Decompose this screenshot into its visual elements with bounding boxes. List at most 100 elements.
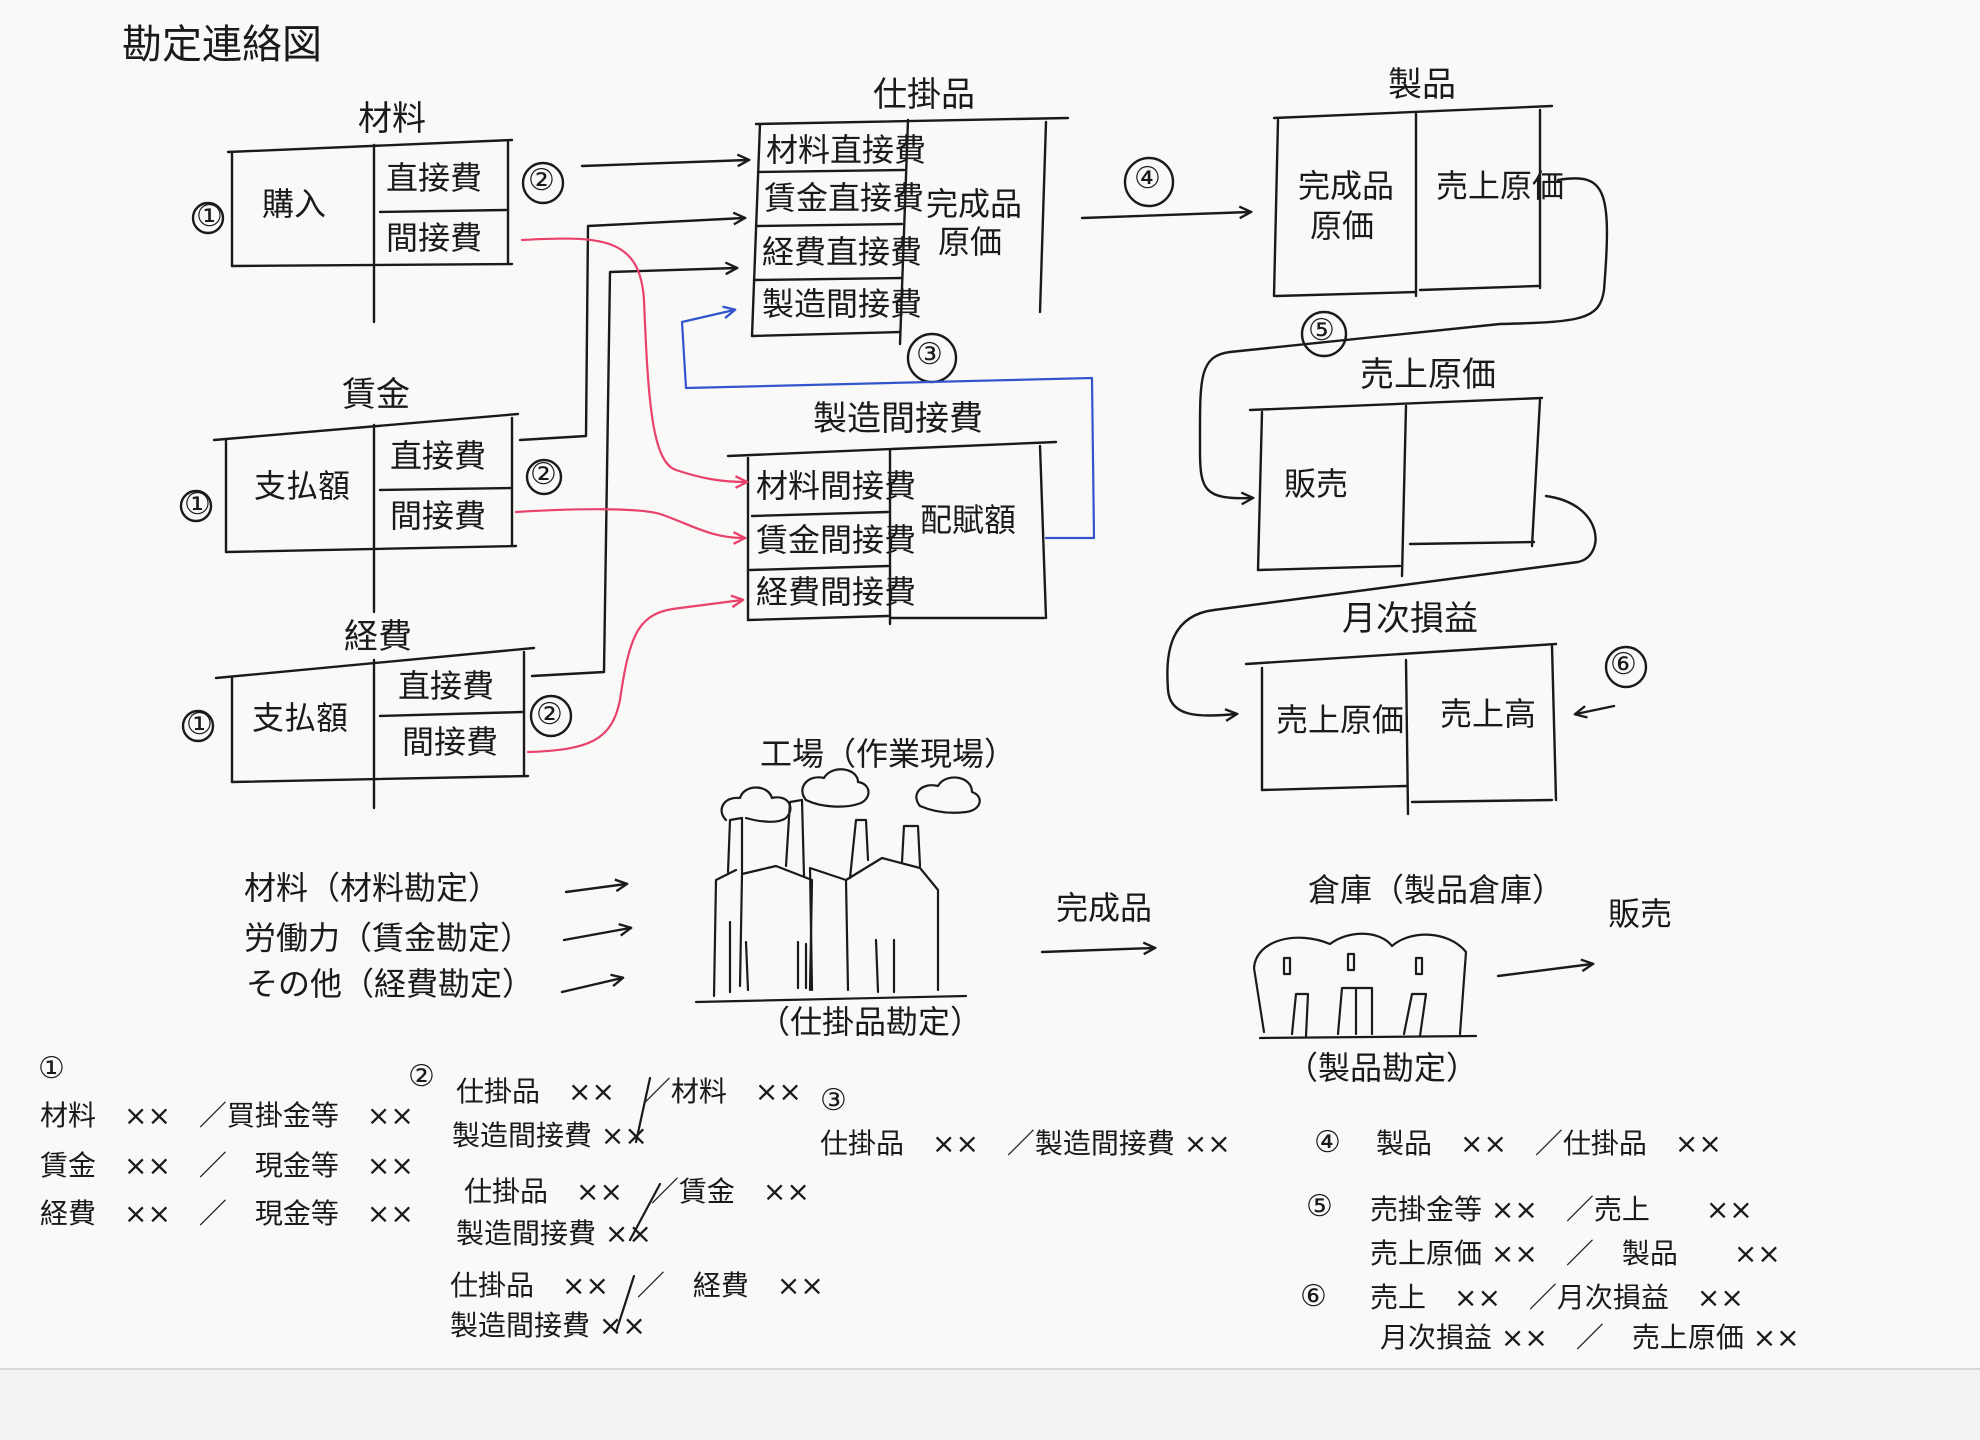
factory-input-materials: 材料（材料勘定） xyxy=(244,869,501,907)
wip-debit-expense-direct: 経費直接費 xyxy=(762,233,923,271)
expenses-credit-indirect: 間接費 xyxy=(402,723,499,761)
step-1-wages: ① xyxy=(184,487,211,522)
monthly-debit-cogs: 売上原価 xyxy=(1276,701,1405,739)
finished-goods-label: 完成品 xyxy=(1056,889,1153,927)
journal-1-line-1: 材料 ×× ／買掛金等 ×× xyxy=(40,1099,414,1132)
journal-2-line-4: 製造間接費 ×× xyxy=(456,1217,652,1250)
overhead-debit-expense: 経費間接費 xyxy=(756,573,917,611)
diagram-title: 勘定連絡図 xyxy=(122,22,322,68)
step-2-materials: ② xyxy=(528,163,555,198)
journal-2-line-6: 製造間接費 ×× xyxy=(450,1309,646,1342)
journal-3-number: ③ xyxy=(820,1083,847,1118)
journal-2-line-2: 製造間接費 ×× xyxy=(452,1119,648,1152)
sale-label: 販売 xyxy=(1608,895,1673,933)
journal-6-line-1: 売上 ×× ／月次損益 ×× xyxy=(1370,1281,1744,1314)
factory-input-other: その他（経費勘定） xyxy=(246,965,535,1003)
journal-2-line-5: 仕掛品 ×× ／ 経費 ×× xyxy=(450,1269,824,1302)
step-2-wages: ② xyxy=(530,457,557,492)
arrow-sales-to-monthly xyxy=(1576,704,1616,714)
materials-credit-direct: 直接費 xyxy=(386,159,483,197)
journal-5-line-1: 売掛金等 ×× ／売上 ×× xyxy=(1370,1193,1753,1226)
paper-sheet xyxy=(0,1368,1980,1370)
journal-2-number: ② xyxy=(408,1059,435,1094)
journal-4-line-1: 製品 ×× ／仕掛品 ×× xyxy=(1376,1127,1722,1160)
arrow-cogs-to-monthly xyxy=(1166,494,1597,716)
wip-debit-overhead: 製造間接費 xyxy=(762,285,923,323)
wip-debit-material-direct: 材料直接費 xyxy=(766,131,927,169)
step-6-close: ⑥ xyxy=(1610,647,1637,682)
step-3-allocation: ③ xyxy=(916,337,943,372)
monthly-account-lines xyxy=(1244,642,1558,816)
arrow-expenses-to-wip xyxy=(530,268,736,678)
wip-debit-wage-direct: 賃金直接費 xyxy=(764,179,925,217)
factory-account: （仕掛品勘定） xyxy=(758,1003,983,1041)
products-debit-cost: 原価 xyxy=(1310,207,1375,245)
monthly-account-title: 月次損益 xyxy=(1342,599,1478,639)
step-2-expenses: ② xyxy=(536,697,563,732)
products-credit-cogs: 売上原価 xyxy=(1436,167,1565,205)
arrow-wages-to-wip xyxy=(518,218,744,442)
journal-4-number: ④ xyxy=(1314,1125,1341,1160)
warehouse-account: （製品勘定） xyxy=(1286,1049,1479,1087)
journal-5-number: ⑤ xyxy=(1306,1189,1333,1224)
cogs-account-title: 売上原価 xyxy=(1360,355,1496,395)
cogs-debit-sales: 販売 xyxy=(1284,465,1349,503)
step-circles xyxy=(179,156,1648,743)
warehouse-icon xyxy=(1252,932,1478,1040)
arrow-wages-overhead xyxy=(514,508,744,538)
overhead-account-title: 製造間接費 xyxy=(813,399,983,439)
materials-debit: 購入 xyxy=(262,185,327,223)
arrow-factory-to-finished xyxy=(1040,948,1154,952)
journal-1-number: ① xyxy=(38,1051,65,1086)
arrow-other-input xyxy=(560,978,622,994)
products-account-title: 製品 xyxy=(1388,65,1456,105)
wages-debit: 支払額 xyxy=(254,467,351,505)
overhead-debit-wage: 賃金間接費 xyxy=(756,521,917,559)
arrow-materials-overhead xyxy=(520,237,746,482)
journal-slashes xyxy=(614,1076,662,1334)
journal-6-number: ⑥ xyxy=(1300,1279,1327,1314)
products-account-lines xyxy=(1272,104,1554,298)
arrow-labor-input xyxy=(562,928,630,942)
products-debit-finished: 完成品 xyxy=(1298,167,1395,205)
journal-1-line-3: 経費 ×× ／ 現金等 ×× xyxy=(40,1197,414,1230)
step-1-expenses: ① xyxy=(186,707,213,742)
arrow-materials-to-wip xyxy=(580,160,748,166)
journal-2-line-1: 仕掛品 ×× ／材料 ×× xyxy=(456,1075,802,1108)
arrow-wip-to-products xyxy=(1080,212,1250,218)
wages-credit-indirect: 間接費 xyxy=(390,497,487,535)
materials-credit-indirect: 間接費 xyxy=(386,219,483,257)
expenses-debit: 支払額 xyxy=(252,699,349,737)
wip-credit-cost: 原価 xyxy=(938,223,1003,261)
journal-1-line-2: 賃金 ×× ／ 現金等 ×× xyxy=(40,1149,414,1182)
factory-input-labor: 労働力（賃金勘定） xyxy=(244,919,533,957)
wages-credit-direct: 直接費 xyxy=(390,437,487,475)
expenses-account-title: 経費 xyxy=(344,617,412,657)
expenses-credit-direct: 直接費 xyxy=(398,667,495,705)
step-5-cogs: ⑤ xyxy=(1308,313,1335,348)
wip-account-title: 仕掛品 xyxy=(873,75,975,115)
wages-account-lines xyxy=(212,412,520,614)
arrow-allocation-to-wip xyxy=(680,310,1096,540)
wages-account-title: 賃金 xyxy=(342,375,410,415)
factory-icon xyxy=(694,768,981,1004)
arrow-products-to-cogs xyxy=(1198,177,1609,498)
monthly-credit-sales: 売上高 xyxy=(1440,695,1537,733)
expenses-account-lines xyxy=(214,646,536,810)
overhead-credit-allocation: 配賦額 xyxy=(920,501,1017,539)
journal-2-line-3: 仕掛品 ×× ／賃金 ×× xyxy=(464,1175,810,1208)
overhead-debit-material: 材料間接費 xyxy=(756,467,917,505)
journal-5-line-2: 売上原価 ×× ／ 製品 ×× xyxy=(1370,1237,1781,1270)
journal-3-line-1: 仕掛品 ×× ／製造間接費 ×× xyxy=(820,1127,1231,1160)
arrow-expenses-overhead xyxy=(526,600,742,754)
materials-account-title: 材料 xyxy=(358,99,426,139)
wip-credit-finished: 完成品 xyxy=(926,185,1023,223)
wip-account-lines xyxy=(750,116,1070,346)
materials-account-lines xyxy=(226,138,514,324)
arrow-materials-input xyxy=(564,884,626,894)
arrow-warehouse-to-sale xyxy=(1496,964,1592,978)
step-4-transfer: ④ xyxy=(1134,161,1161,196)
step-1-materials: ① xyxy=(196,199,223,234)
journal-6-line-2: 月次損益 ×× ／ 売上原価 ×× xyxy=(1380,1321,1800,1354)
